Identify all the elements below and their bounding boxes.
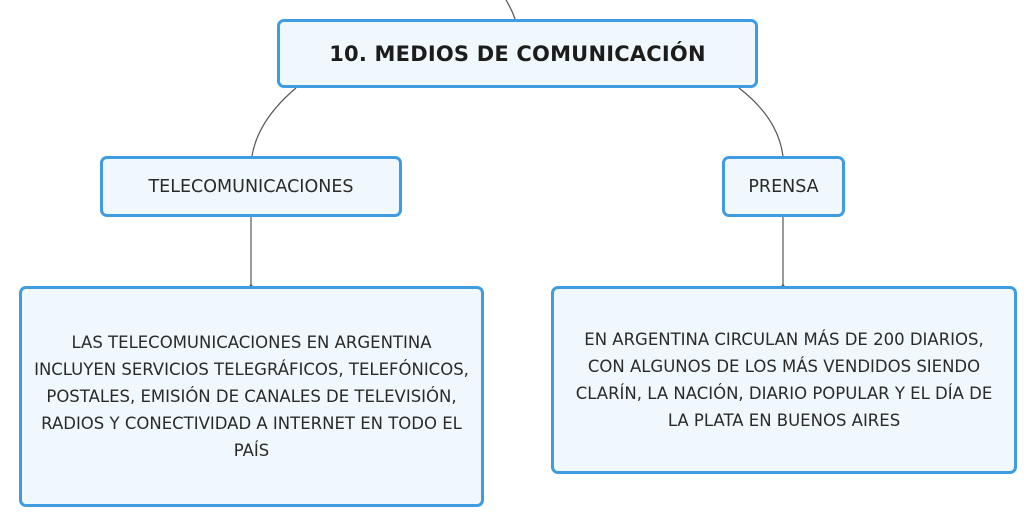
root-node[interactable]: 10. MEDIOS DE COMUNICACIÓN [277, 19, 758, 88]
description-node-prensa[interactable]: EN ARGENTINA CIRCULAN MÁS DE 200 DIARIOS… [551, 286, 1017, 474]
topic-node-telecomunicaciones[interactable]: TELECOMUNICACIONES [100, 156, 402, 217]
description-node-telecomunicaciones[interactable]: LAS TELECOMUNICACIONES EN ARGENTINA INCL… [19, 286, 484, 507]
description-text: EN ARGENTINA CIRCULAN MÁS DE 200 DIARIOS… [575, 330, 993, 430]
topic-node-label: PRENSA [748, 176, 819, 197]
description-text: LAS TELECOMUNICACIONES EN ARGENTINA INCL… [34, 333, 469, 460]
topic-node-label: TELECOMUNICACIONES [148, 176, 354, 197]
connector-root-to-prensa [738, 87, 784, 157]
topic-node-prensa[interactable]: PRENSA [722, 156, 845, 217]
connector-root-to-telecomunicaciones [251, 87, 297, 157]
root-node-label: 10. MEDIOS DE COMUNICACIÓN [329, 41, 706, 66]
connector-from-parent [505, 0, 516, 20]
